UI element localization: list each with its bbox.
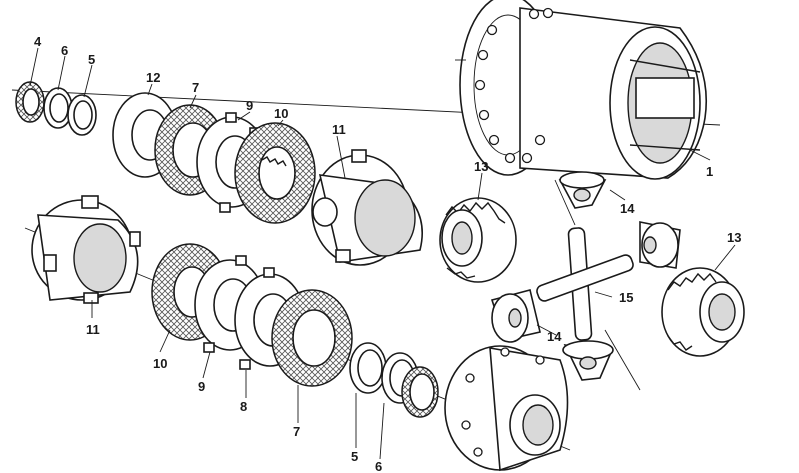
callout-9-top: 9 [246,98,253,113]
leader-lines [29,47,736,460]
pressure-ring-top [311,149,424,266]
side-gear-right [661,267,745,357]
pressure-ring-bottom [31,195,141,304]
callout-1: 1 [706,164,713,179]
callout-5-top: 5 [88,52,95,67]
spider-gear-top [558,171,607,209]
callout-5-bottom: 5 [351,449,358,464]
shim-bottom [401,366,439,418]
callout-7-bottom: 7 [293,424,300,439]
side-gear-mid [439,197,517,283]
callout-11-top: 11 [332,122,346,137]
differential-housing [455,0,711,180]
callout-14-top: 14 [620,201,635,216]
spider-gear-left [490,289,541,343]
callout-14-bottom: 14 [547,329,562,344]
lined-disc-top [234,122,316,224]
callout-8: 8 [240,399,247,414]
differential-cover [444,345,569,472]
spider-gear-bottom [562,340,614,381]
spacer-ring-top [43,87,73,129]
thrust-ring-bottom [349,342,387,394]
callout-6-top: 6 [61,43,68,58]
callout-labels: 1 4 6 5 12 7 9 10 11 13 14 13 15 14 11 1… [34,34,741,473]
callout-4: 4 [34,34,42,49]
callout-7-top: 7 [192,80,199,95]
callout-11-bottom: 11 [86,322,100,337]
callout-13-mid: 13 [474,159,488,174]
callout-13-right: 13 [727,230,741,245]
callout-6-bottom: 6 [375,459,382,473]
callout-9-bottom: 9 [198,379,205,394]
thrust-ring-top [67,94,97,136]
callout-15: 15 [619,290,633,305]
shim-top [15,81,45,123]
callout-10-top: 10 [274,106,288,121]
cross-pin [536,227,634,341]
spider-gear-right [639,221,681,269]
callout-10-bottom: 10 [153,356,167,371]
friction-disc-bottom [271,289,353,387]
callout-12: 12 [146,70,160,85]
